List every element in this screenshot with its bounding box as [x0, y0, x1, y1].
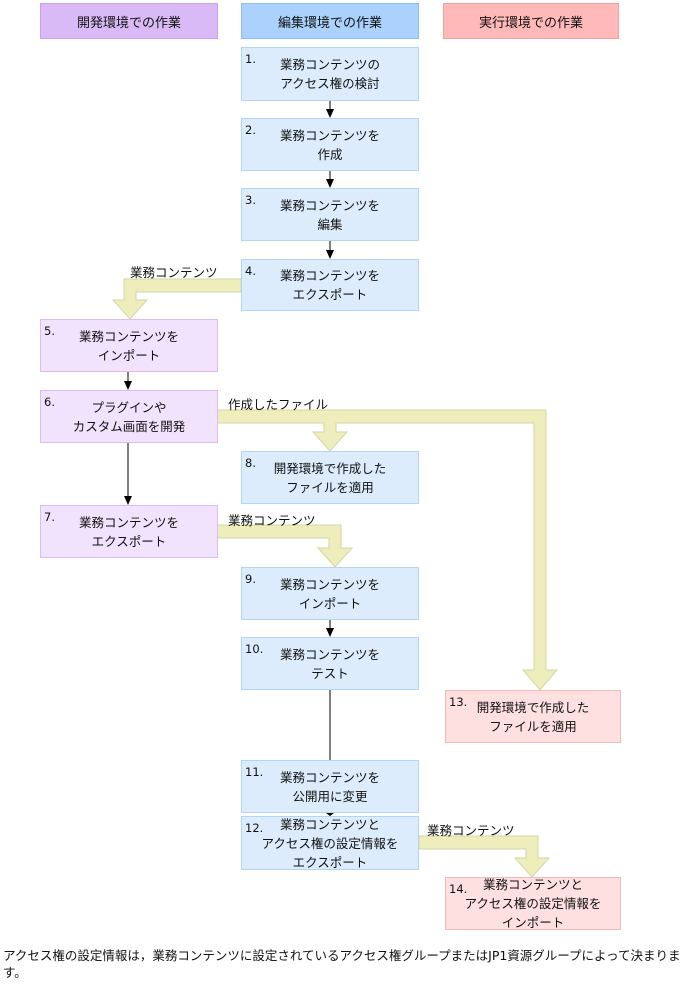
step-number: 12. [245, 821, 264, 835]
step-text-line: 作成 [317, 146, 343, 162]
step-box-3: 3. 業務コンテンツを編集 [241, 188, 419, 241]
step-text-line: 業務コンテンツを [279, 576, 380, 592]
step-text-line: 業務コンテンツと [279, 816, 380, 832]
step-number: 11. [245, 765, 264, 779]
transfer-arrow-7-to-9 [216, 524, 354, 568]
transfer-arrow-6-to-8-13 [216, 409, 559, 691]
flow-arrow-2-3 [326, 171, 334, 188]
step-box-11: 11. 業務コンテンツを公開用に変更 [241, 760, 419, 813]
step-box-10: 10. 業務コンテンツをテスト [241, 637, 419, 690]
step-text-line: エクスポート [91, 533, 167, 549]
step-text-line: アクセス権の検討 [280, 76, 380, 91]
step-text-line: エクスポート [292, 287, 368, 302]
step-text-line: インポート [501, 915, 565, 930]
step-text-line: 公開用に変更 [292, 788, 368, 804]
step-text-line: 業務コンテンツを [279, 268, 380, 283]
flow-arrow-1-2 [326, 101, 334, 118]
step-text-line: 業務コンテンツを [279, 197, 380, 213]
transfer-arrow-4-to-5 [111, 278, 242, 320]
step-box-6: 6. プラグインやカスタム画面を開発 [40, 390, 218, 443]
step-box-1: 1. 業務コンテンツのアクセス権の検討 [241, 47, 419, 101]
footnote: アクセス権の設定情報は，業務コンテンツに設定されているアクセス権グループまたはJ… [3, 948, 681, 980]
flow-label-contents-12: 業務コンテンツ [427, 823, 515, 838]
step-box-8: 8. 開発環境で作成したファイルを適用 [241, 451, 419, 504]
flow-label-created-files: 作成したファイル [228, 397, 329, 412]
flow-arrow-6-7 [124, 443, 132, 505]
step-text-line: ファイルを適用 [489, 718, 577, 734]
step-number: 1. [245, 52, 256, 66]
step-number: 7. [44, 510, 55, 524]
step-box-2: 2. 業務コンテンツを作成 [241, 118, 419, 171]
step-text-line: インポート [97, 347, 161, 363]
step-number: 5. [44, 324, 55, 338]
step-text-line: 業務コンテンツを [279, 769, 380, 785]
step-text-line: 業務コンテンツを [78, 514, 179, 530]
flow-arrow-9-10 [326, 620, 334, 637]
step-number: 10. [245, 642, 264, 656]
step-box-7: 7. 業務コンテンツをエクスポート [40, 505, 218, 558]
step-text-line: 業務コンテンツと [482, 877, 583, 892]
step-text-line: 編集 [317, 216, 343, 232]
step-text-line: エクスポート [292, 854, 368, 870]
step-text-line: 開発環境で作成した [273, 460, 387, 476]
flow-arrow-3-4 [326, 241, 334, 259]
step-text-line: 開発環境で作成した [476, 699, 590, 715]
step-number: 9. [245, 572, 256, 586]
flow-arrow-5-6 [124, 372, 132, 390]
step-number: 6. [44, 395, 55, 409]
step-text-line: インポート [298, 595, 362, 611]
header-edit-environment: 編集環境での作業 [241, 3, 419, 39]
step-box-4: 4. 業務コンテンツをエクスポート [241, 259, 419, 311]
step-text-line: 業務コンテンツを [279, 127, 380, 143]
step-box-13: 13. 開発環境で作成したファイルを適用 [445, 690, 621, 743]
step-text-line: プラグインや [91, 399, 167, 415]
step-number: 14. [449, 882, 468, 896]
step-number: 2. [245, 123, 256, 137]
flow-arrow-11-12 [326, 813, 334, 816]
flow-label-contents-4: 業務コンテンツ [130, 265, 218, 280]
step-text-line: アクセス権の設定情報を [464, 896, 602, 911]
step-text-line: アクセス権の設定情報を [261, 835, 399, 851]
step-box-14: 14. 業務コンテンツとアクセス権の設定情報をインポート [445, 877, 621, 930]
step-box-5: 5. 業務コンテンツをインポート [40, 319, 218, 372]
step-number: 8. [245, 456, 256, 470]
step-box-12: 12. 業務コンテンツとアクセス権の設定情報をエクスポート [241, 816, 419, 870]
step-text-line: テスト [311, 665, 349, 681]
step-text-line: カスタム画面を開発 [72, 418, 186, 434]
header-run-environment: 実行環境での作業 [443, 3, 619, 39]
transfer-arrow-12-to-14 [418, 835, 551, 878]
step-text-line: 業務コンテンツを [78, 328, 179, 344]
step-text-line: 業務コンテンツの [279, 57, 380, 72]
header-dev-environment: 開発環境での作業 [40, 3, 218, 39]
step-text-line: 業務コンテンツを [279, 646, 380, 662]
step-number: 3. [245, 193, 256, 207]
step-text-line: ファイルを適用 [286, 479, 374, 495]
flow-label-contents-7: 業務コンテンツ [228, 513, 316, 528]
step-number: 4. [245, 264, 256, 278]
step-box-9: 9. 業務コンテンツをインポート [241, 567, 419, 620]
step-number: 13. [449, 695, 468, 709]
